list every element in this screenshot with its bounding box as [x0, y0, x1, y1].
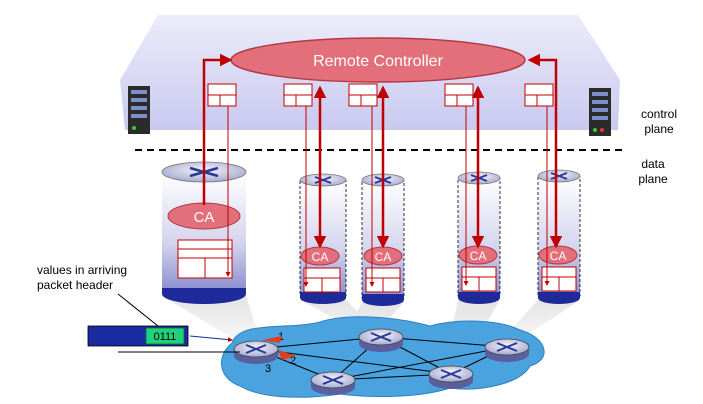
control-arrows: [202, 53, 563, 249]
network-switch: [484, 338, 530, 362]
switch-flow-table: [303, 267, 341, 293]
control-agent-label: CA: [375, 250, 392, 264]
switch-detail: CA: [537, 169, 581, 304]
control-agent-label: CA: [194, 209, 215, 226]
caption-pointer: [117, 293, 159, 327]
network-switch: [233, 340, 279, 364]
arriving-packet: 0111: [87, 325, 189, 347]
network-switch: [358, 328, 404, 352]
packet-header-field: [145, 327, 185, 345]
packet-caption-1: values in arriving: [37, 263, 127, 277]
packet-header-value: 0111: [154, 331, 177, 343]
server-icon: [128, 86, 150, 134]
switch-detail: CA: [457, 171, 501, 304]
switch-flow-table: [461, 266, 497, 292]
network-switch: [310, 371, 356, 395]
data-plane-label-2: plane: [638, 172, 668, 186]
switch-flow-table: [365, 267, 401, 293]
controller-flow-table: [348, 83, 378, 107]
controller-flow-table: [444, 83, 474, 107]
control-plane-label-1: control: [641, 107, 677, 121]
forward-arrow-port-1: [262, 336, 282, 343]
control-plane-label-2: plane: [644, 122, 674, 136]
switch-detail: CA: [299, 173, 347, 304]
switch-flow-table: [541, 266, 577, 292]
port-label-2: 2: [290, 355, 296, 367]
network-switch: [428, 365, 474, 389]
server-icon: [589, 88, 611, 136]
control-agent-label: CA: [312, 250, 329, 264]
controller-flow-table: [283, 83, 313, 107]
switch-detail-large: CA: [161, 161, 247, 304]
packet-caption-2: packet header: [37, 278, 113, 292]
port-label-3: 3: [265, 363, 271, 375]
switch-flow-table: [177, 239, 233, 279]
data-plane-label-1: data: [641, 157, 665, 171]
control-agent-label: CA: [550, 249, 567, 263]
packet-arrival-arrow: [189, 335, 233, 343]
table-install-arrows: [225, 106, 550, 287]
control-agent-label: CA: [470, 249, 487, 263]
forward-arrow-port-2: [278, 350, 296, 360]
remote-controller-label: Remote Controller: [313, 53, 444, 70]
controller-flow-table: [524, 83, 554, 107]
projection-cone: [162, 296, 262, 345]
controller-flow-table: [207, 83, 237, 107]
